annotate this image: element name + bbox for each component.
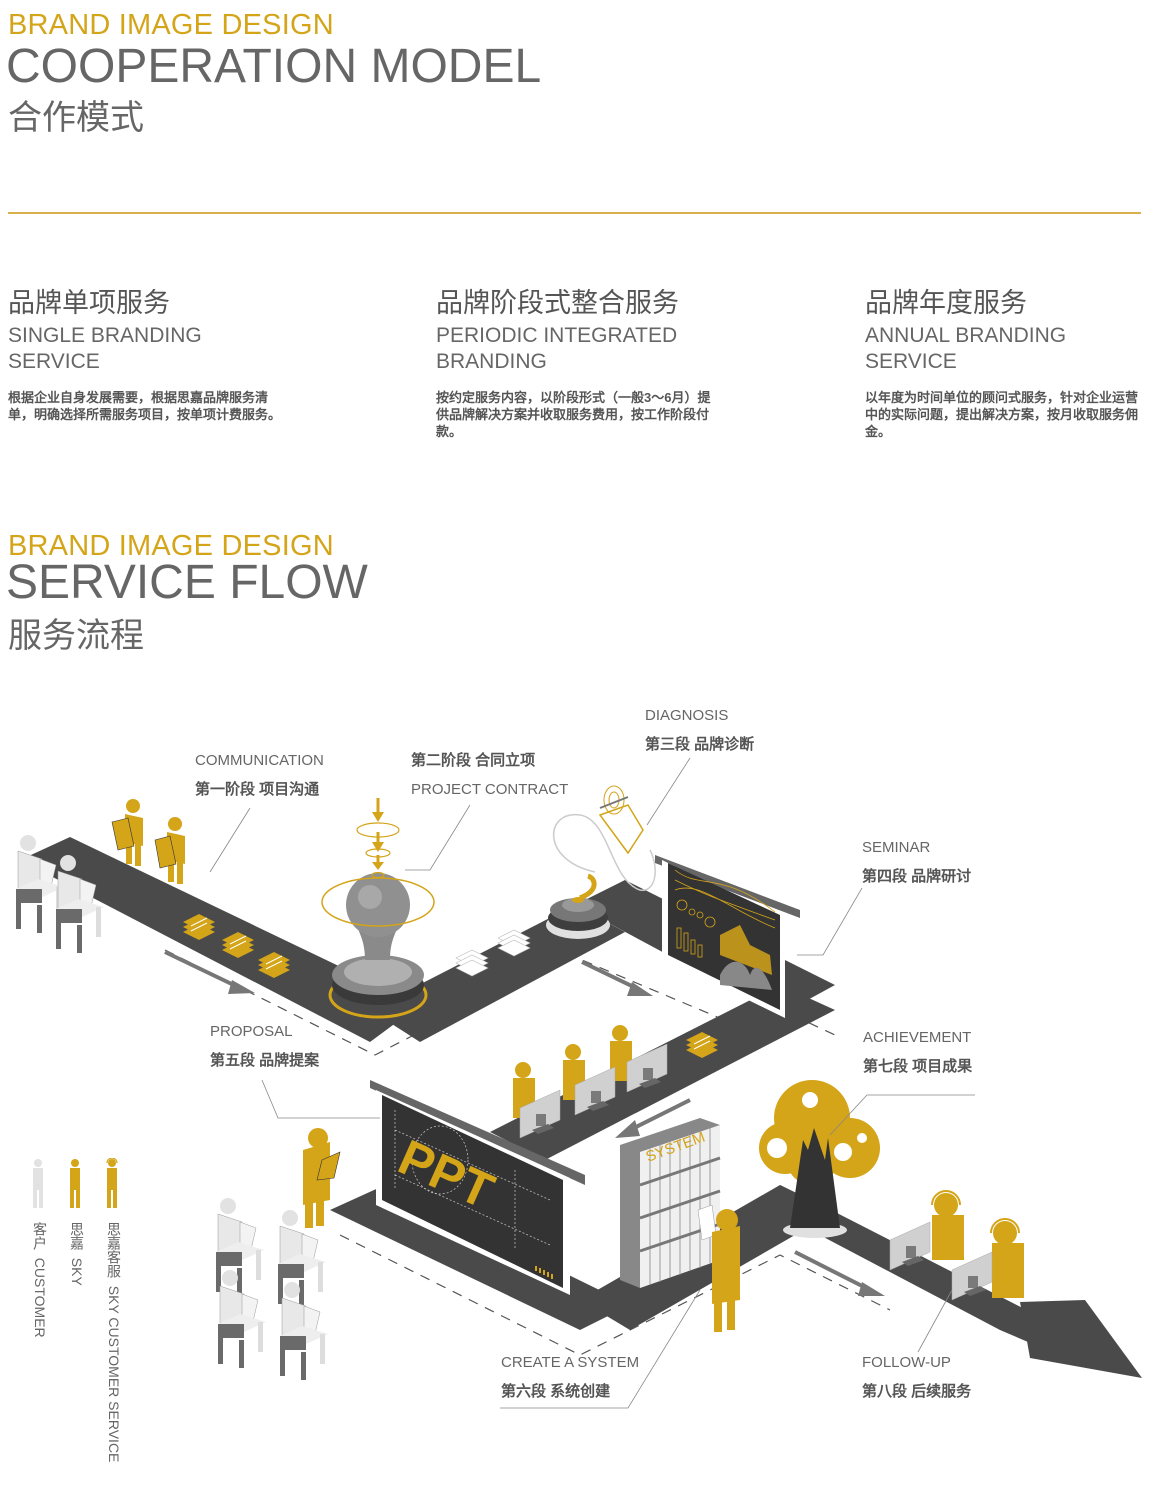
person-gray-icon [33,1159,43,1208]
section2-title-cn: 服务流程 [8,617,144,655]
stage-contract: 第二阶段 合同立项 PROJECT CONTRACT [411,752,568,799]
service-title-cn: 品牌单项服务 [8,288,170,318]
stage-label-cn: 第七段 项目成果 [863,1058,973,1075]
service-title-en-line1: ANNUAL BRANDING [865,324,1067,347]
legend-label-en: SKY CUSTOMER SERVICE [106,1285,122,1463]
legend-label-en: CUSTOMER [32,1257,48,1338]
stage-label-en: FOLLOW-UP [862,1354,951,1371]
stage-diagnosis: DIAGNOSIS 第三段 品牌诊断 [645,707,754,754]
service-title-en: PERIODIC INTEGRATED BRANDING [436,323,726,375]
label-leader-lines [209,757,975,1409]
sky-builder-icon [712,1209,740,1332]
service-title-cn: 品牌年度服务 [865,288,1027,318]
stage-label-en: SEMINAR [862,839,931,856]
person-headset-gold-icon [106,1158,118,1208]
service-title-en-line1: PERIODIC INTEGRATED [436,324,678,347]
stage-proposal: PROPOSAL 第五段 品牌提案 [210,1023,319,1070]
service-description: 按约定服务内容，以阶段形式（一般3～6月）提供品牌解决方案并收取服务费用，按工作… [436,390,711,439]
service-title-cn: 品牌阶段式整合服务 [436,288,679,318]
service-flow-illustration: PPT [15,757,1142,1409]
stage-seminar: SEMINAR 第四段 品牌研讨 [862,839,971,886]
stage-label-cn: 第八段 后续服务 [862,1383,972,1400]
legend-sky-customer-service: 思嘉客服 SKY CUSTOMER SERVICE [104,1222,124,1462]
service-title-en: ANNUAL BRANDING SERVICE [865,323,1151,375]
diagnosis-device-icon [546,785,656,939]
system-cabinet-icon: SYSTEM [620,1118,721,1288]
sky-consultant-icon [111,799,143,866]
section1-title: COOPERATION MODEL [6,40,542,93]
legend-sky: 思嘉 SKY [67,1222,87,1286]
stage-label-cn: 第五段 品牌提案 [210,1052,320,1069]
achievement-tree-icon [759,1080,880,1238]
stage-label-en: COMMUNICATION [195,752,324,769]
section2-kicker: BRAND IMAGE DESIGN [8,530,334,562]
stage-label-en: ACHIEVEMENT [863,1029,972,1046]
sky-consultant-icon [154,817,185,884]
legend-label-cn: 思嘉 [69,1222,85,1250]
divider [8,212,1141,214]
stage-label-en: PROPOSAL [210,1023,293,1040]
section2-title: SERVICE FLOW [6,556,368,609]
legend-label-cn: 思嘉客服 [106,1222,122,1278]
stage-label-en: PROJECT CONTRACT [411,781,569,798]
service-title-en-line1: SINGLE BRANDING [8,324,202,347]
service-description: 根据企业自身发展需要，根据思嘉品牌服务清单，明确选择所需服务项目，按单项计费服务… [8,390,282,422]
contract-stamp-icon [321,798,435,1019]
service-title-en-line2: SERVICE [865,350,957,373]
stage-label-en: CREATE A SYSTEM [501,1354,640,1371]
legend-label-cn: 客户 [32,1222,48,1250]
flow-arrows [164,950,885,1296]
legend-customer: 客户 CUSTOMER [30,1222,50,1338]
service-title-en: SINGLE BRANDING SERVICE [8,323,298,375]
service-periodic: 品牌阶段式整合服务 PERIODIC INTEGRATED BRANDING 按… [436,287,726,440]
stage-communication: COMMUNICATION 第一阶段 项目沟通 [195,752,324,799]
service-single: 品牌单项服务 SINGLE BRANDING SERVICE 根据企业自身发展需… [8,287,298,423]
legend-label-en: SKY [69,1257,85,1286]
stage-follow-up: FOLLOW-UP 第八段 后续服务 [862,1354,971,1401]
road [20,837,1142,1378]
sky-presenter-icon [303,1128,341,1228]
service-title-en-line2: BRANDING [436,350,547,373]
stage-label-en: DIAGNOSIS [645,707,729,724]
stage-achievement: ACHIEVEMENT 第七段 项目成果 [863,1029,972,1076]
service-description: 以年度为时间单位的顾问式服务，针对企业运营中的实际问题，提出解决方案，按月收取服… [865,390,1139,439]
stage-label-cn: 第一阶段 项目沟通 [195,781,320,798]
stage-label-cn: 第三段 品牌诊断 [645,736,755,753]
stage-create-system: CREATE A SYSTEM 第六段 系统创建 [501,1354,639,1401]
section1-kicker: BRAND IMAGE DESIGN [8,9,334,41]
customer-service-icon [931,1190,1024,1298]
stage-label-cn: 第二阶段 合同立项 [411,752,536,769]
ppt-screen-icon: PPT [370,1080,585,1295]
service-title-en-line2: SERVICE [8,350,100,373]
service-annual: 品牌年度服务 ANNUAL BRANDING SERVICE 以年度为时间单位的… [865,287,1151,440]
section1-title-cn: 合作模式 [8,99,144,137]
seminar-screen-icon [655,855,800,1018]
stage-label-cn: 第六段 系统创建 [501,1383,611,1400]
person-gold-icon [70,1159,80,1208]
stage-label-cn: 第四段 品牌研讨 [862,868,972,885]
